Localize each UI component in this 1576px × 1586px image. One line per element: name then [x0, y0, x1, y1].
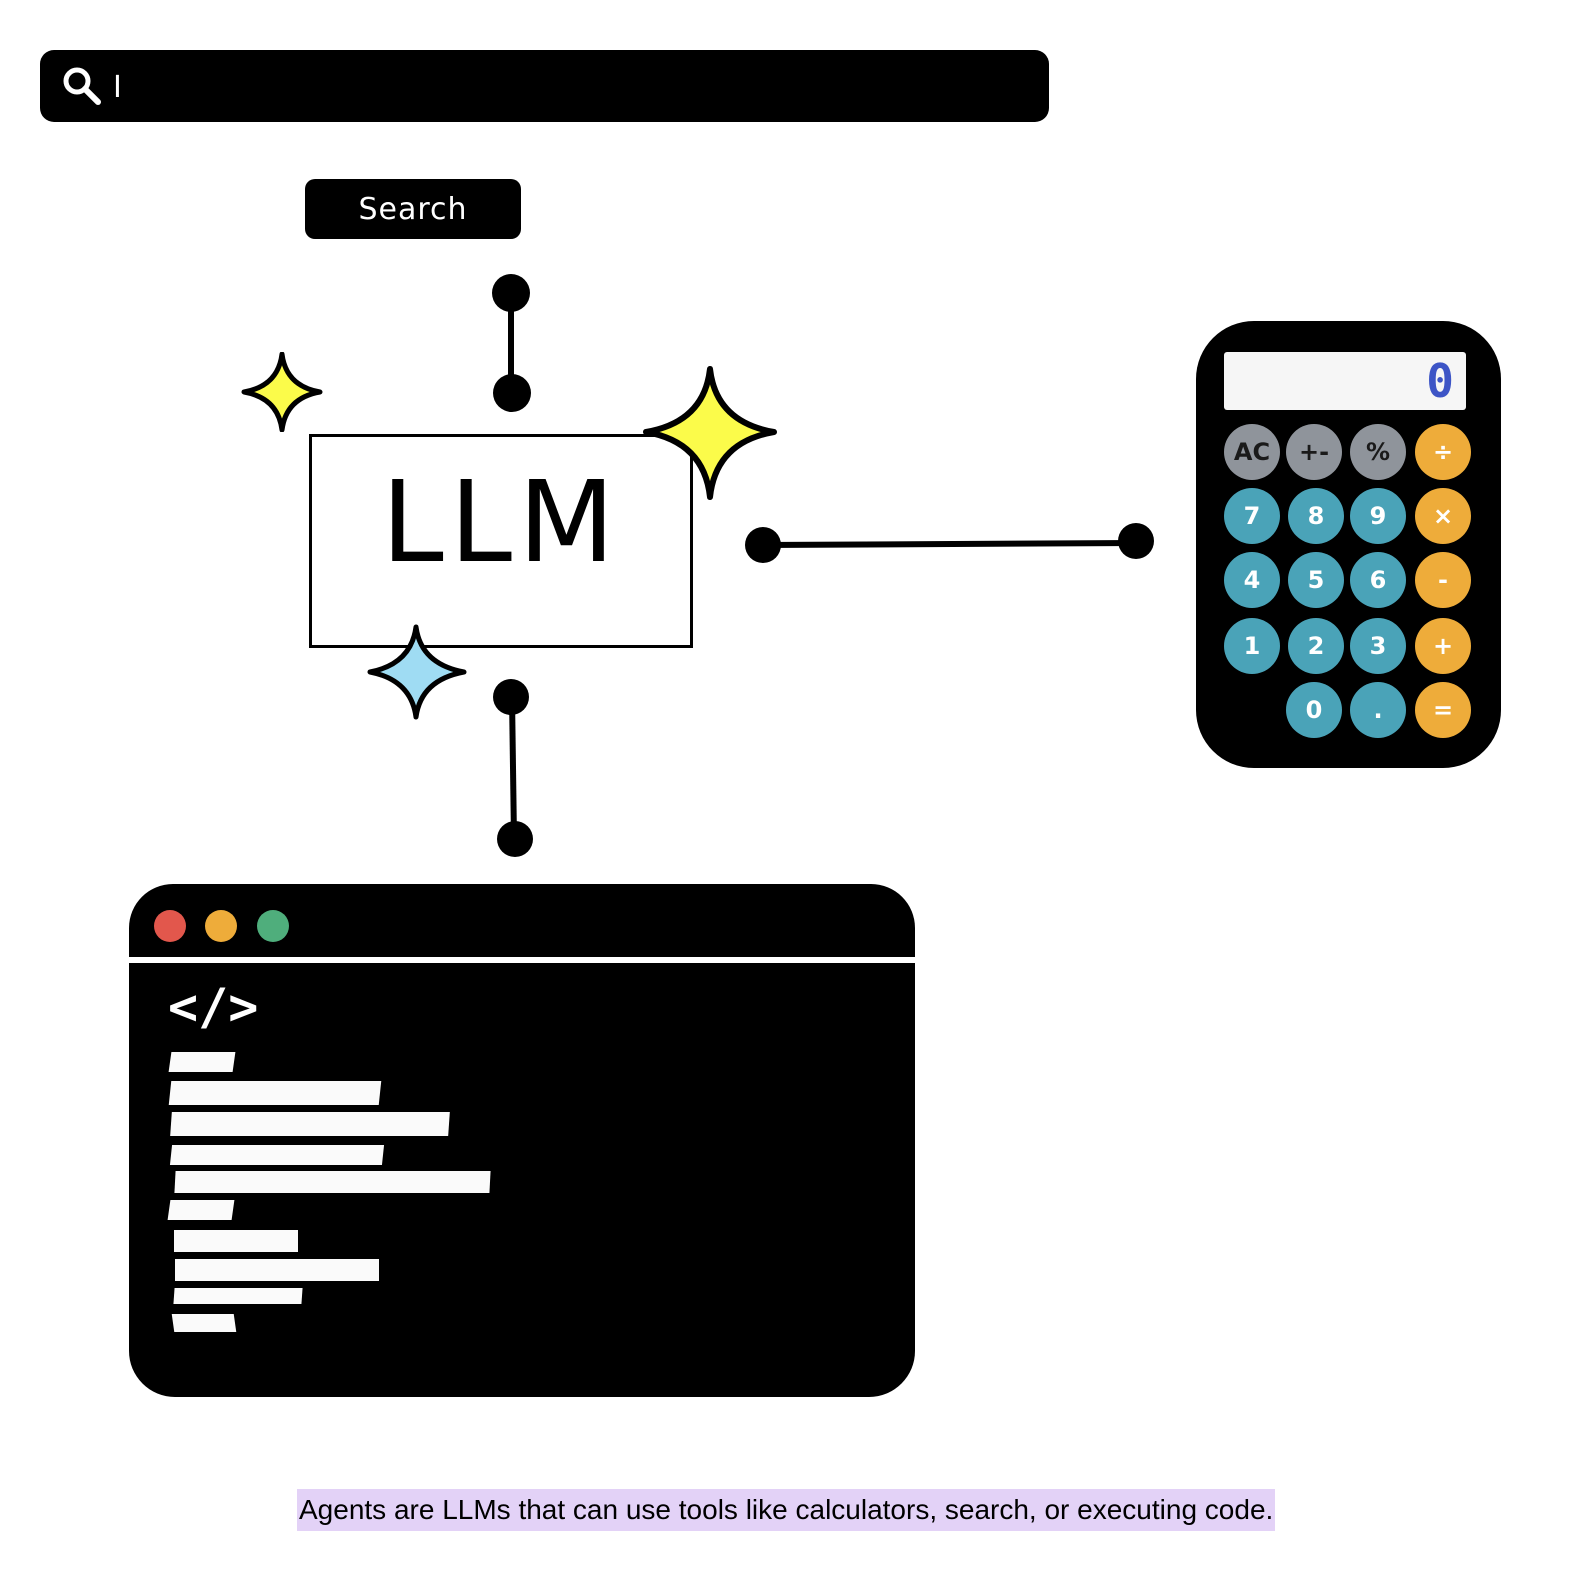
window-maximize-button[interactable]: [257, 910, 289, 942]
search-bar[interactable]: [40, 50, 1049, 122]
calc-key-7[interactable]: 7: [1224, 488, 1280, 544]
code-line: [167, 1200, 235, 1220]
code-line: [174, 1230, 298, 1252]
calc-key-subtract[interactable]: -: [1415, 552, 1471, 608]
llm-label: LLM: [381, 458, 621, 588]
code-line: [168, 1081, 382, 1105]
calc-key-5[interactable]: 5: [1288, 552, 1344, 608]
search-icon: [63, 67, 101, 105]
code-line: [175, 1259, 379, 1281]
caption: Agents are LLMs that can use tools like …: [297, 1489, 1276, 1531]
calc-key-equals[interactable]: =: [1415, 682, 1471, 738]
calc-key-2[interactable]: 2: [1288, 618, 1344, 674]
calc-key-3[interactable]: 3: [1350, 618, 1406, 674]
code-window: [129, 884, 915, 1397]
code-line: [170, 1112, 450, 1136]
calculator-display-value: 0: [1426, 354, 1454, 408]
sparkle-blue-icon: [367, 624, 467, 720]
search-input-caret: I: [113, 70, 122, 105]
calc-key-9[interactable]: 9: [1350, 488, 1406, 544]
llm-box: [309, 434, 693, 648]
search-button[interactable]: Search: [305, 179, 521, 239]
code-line: [174, 1171, 491, 1193]
window-minimize-button[interactable]: [205, 910, 237, 942]
calc-key-1[interactable]: 1: [1224, 618, 1280, 674]
code-line: [169, 1145, 385, 1165]
calc-key-ac[interactable]: AC: [1224, 424, 1280, 480]
calc-key-decimal[interactable]: .: [1350, 682, 1406, 738]
code-window-title-divider: [129, 957, 915, 963]
calc-key-add[interactable]: +: [1415, 618, 1471, 674]
calc-key-0[interactable]: 0: [1286, 682, 1342, 738]
calc-key-4[interactable]: 4: [1224, 552, 1280, 608]
calc-key-8[interactable]: 8: [1288, 488, 1344, 544]
code-line: [173, 1288, 303, 1304]
window-close-button[interactable]: [154, 910, 186, 942]
calc-key-percent[interactable]: %: [1350, 424, 1406, 480]
sparkle-small-yellow-icon: [241, 352, 323, 432]
connector-search-llm: [492, 274, 531, 412]
calc-key-6[interactable]: 6: [1350, 552, 1406, 608]
connector-llm-code: [493, 679, 533, 857]
sparkle-large-yellow-icon: [643, 366, 777, 500]
connector-llm-calculator: [745, 523, 1154, 563]
code-line: [171, 1314, 237, 1332]
calc-key-divide[interactable]: ÷: [1415, 424, 1471, 480]
calc-key-sign[interactable]: +-: [1286, 424, 1342, 480]
code-tag-icon: </>: [168, 978, 259, 1036]
calculator-display: [1224, 352, 1466, 410]
calc-key-multiply[interactable]: ×: [1415, 488, 1471, 544]
code-line: [168, 1052, 236, 1072]
